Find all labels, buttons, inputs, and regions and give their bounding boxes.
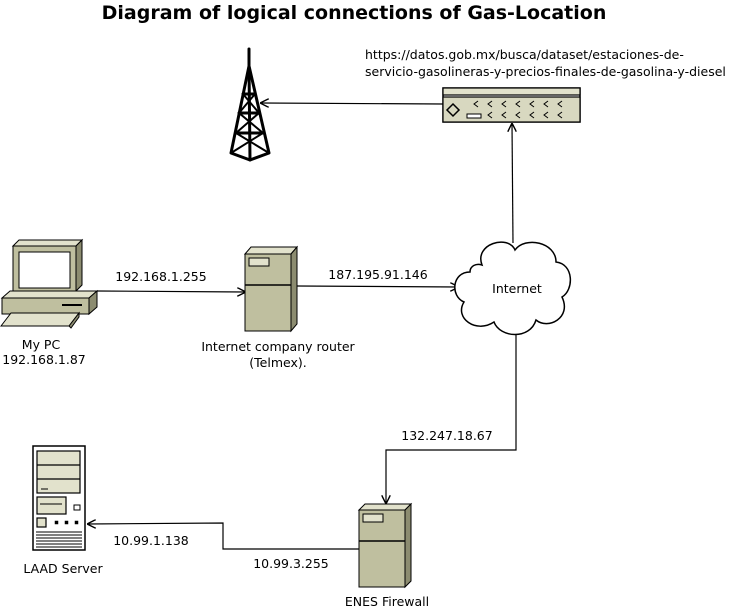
dataset-url-line2: servicio-gasolineras-y-precios-finales-d…: [365, 64, 726, 79]
edge-label-firewall-out: 10.99.3.255: [253, 556, 329, 571]
edge-internet-dataserver: [512, 124, 513, 244]
router-name-label: Internet company router: [201, 339, 355, 354]
internet-label: Internet: [492, 281, 542, 296]
server-label: LAAD Server: [23, 561, 103, 576]
radio-tower-icon: [229, 47, 271, 162]
rack-server-icon: [442, 87, 581, 123]
edge-router-internet: [296, 286, 458, 287]
dataset-url-line1: https://datos.gob.mx/busca/dataset/estac…: [365, 47, 684, 62]
diagram-title: Diagram of logical connections of Gas-Lo…: [102, 2, 607, 24]
desktop-pc-icon: [0, 238, 99, 329]
edge-label-pc-router: 192.168.1.255: [115, 269, 206, 284]
edge-internet-firewall: [386, 334, 517, 503]
pc-name-label: My PC: [22, 337, 61, 352]
edge-pc-router: [96, 291, 245, 292]
edge-firewall-server: [88, 523, 359, 550]
server-icon: [32, 445, 86, 551]
tower-firewall-icon: [357, 502, 413, 589]
cloud-icon: [454, 241, 571, 336]
edge-dataserver-tower: [261, 103, 444, 104]
router-note-label: (Telmex).: [249, 355, 306, 370]
tower-router-icon: [243, 245, 299, 333]
pc-ip-label: 192.168.1.87: [2, 352, 86, 367]
edge-label-server-in: 10.99.1.138: [113, 533, 189, 548]
firewall-label: ENES Firewall: [345, 594, 429, 609]
edge-label-internet-firewall: 132.247.18.67: [401, 428, 492, 443]
edge-label-router-internet: 187.195.91.146: [328, 267, 427, 282]
